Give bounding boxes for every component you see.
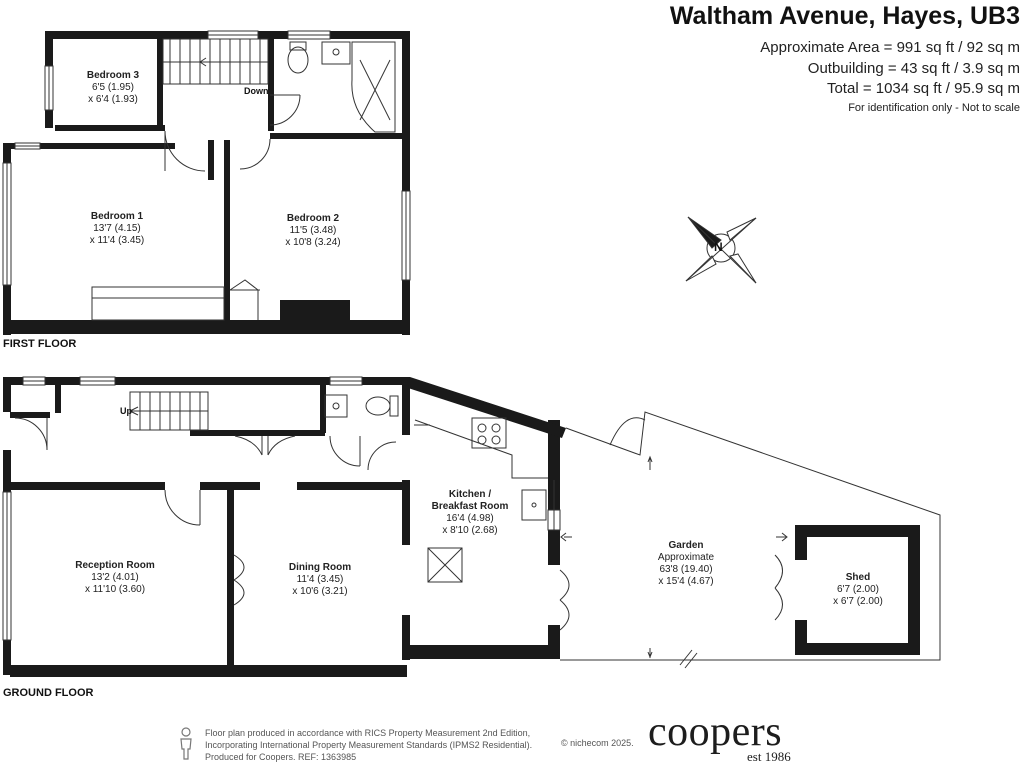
brand-tagline: est 1986	[747, 749, 791, 764]
room-name: Bedroom 2	[286, 213, 340, 224]
room-dimension: x 10'8 (3.24)	[285, 237, 341, 248]
room-dimension: 6'5 (1.95)	[92, 82, 134, 93]
footer-disclaimer: Floor plan produced in accordance with R…	[205, 727, 532, 763]
property-title: Waltham Avenue, Hayes, UB3	[669, 2, 1020, 30]
footer-line: Produced for Coopers. REF: 1363985	[205, 752, 357, 762]
room-kitchen: Kitchen / Breakfast Room 16'4 (4.98) x 8…	[420, 489, 520, 537]
identification-note: For identification only - Not to scale	[848, 102, 1020, 114]
room-name: Breakfast Room	[431, 501, 509, 512]
room-name: Kitchen /	[448, 489, 492, 500]
room-dimension: x 8'10 (2.68)	[442, 525, 498, 536]
room-dimension: 13'7 (4.15)	[93, 223, 141, 234]
room-bedroom-3: Bedroom 3 6'5 (1.95) x 6'4 (1.93)	[68, 70, 158, 106]
room-shed: Shed 6'7 (2.00) x 6'7 (2.00)	[818, 572, 898, 608]
room-subtitle: Approximate	[657, 552, 715, 563]
footer-line: Incorporating International Property Mea…	[205, 740, 533, 750]
room-dimension: x 11'10 (3.60)	[84, 584, 146, 595]
room-garden: Garden Approximate 63'8 (19.40) x 15'4 (…	[636, 540, 736, 588]
room-name: Bedroom 1	[90, 211, 144, 222]
room-reception: Reception Room 13'2 (4.01) x 11'10 (3.60…	[65, 560, 165, 596]
room-dimension: x 6'4 (1.93)	[88, 94, 138, 105]
approximate-area: Approximate Area = 991 sq ft / 92 sq m	[760, 39, 1020, 56]
room-name: Dining Room	[288, 562, 352, 573]
room-dimension: 11'4 (3.45)	[296, 574, 344, 585]
room-dimension: 11'5 (3.48)	[289, 225, 337, 236]
room-dimension: 63'8 (19.40)	[659, 564, 713, 575]
room-name: Bedroom 3	[86, 70, 140, 81]
room-bedroom-1: Bedroom 1 13'7 (4.15) x 11'4 (3.45)	[72, 211, 162, 247]
room-dining: Dining Room 11'4 (3.45) x 10'6 (3.21)	[275, 562, 365, 598]
room-dimension: x 11'4 (3.45)	[89, 235, 145, 246]
brand-logo: coopers	[648, 709, 783, 755]
total-area: Total = 1034 sq ft / 95.9 sq m	[826, 80, 1020, 97]
room-name: Garden	[668, 540, 704, 551]
first-floor-plan	[2, 30, 411, 335]
compass-north-label: N	[714, 240, 723, 254]
first-floor-label: FIRST FLOOR	[3, 338, 77, 350]
room-dimension: x 10'6 (3.21)	[292, 586, 348, 597]
room-dimension: x 6'7 (2.00)	[833, 596, 883, 607]
room-name: Reception Room	[75, 560, 155, 571]
room-dimension: 16'4 (4.98)	[446, 513, 494, 524]
room-name: Shed	[845, 572, 871, 583]
room-bedroom-2: Bedroom 2 11'5 (3.48) x 10'8 (3.24)	[268, 213, 358, 249]
compass-rose	[685, 216, 757, 284]
room-dimension: 13'2 (4.01)	[91, 572, 139, 583]
stairs-up-label: Up	[120, 406, 132, 416]
copyright-text: © nichecom 2025.	[561, 738, 634, 748]
room-dimension: 6'7 (2.00)	[837, 584, 879, 595]
person-icon	[180, 727, 192, 760]
ground-floor-plan	[2, 376, 941, 677]
stairs-down-label: Down	[244, 86, 269, 96]
room-dimension: x 15'4 (4.67)	[658, 576, 714, 587]
footer-line: Floor plan produced in accordance with R…	[205, 728, 531, 738]
outbuilding-area: Outbuilding = 43 sq ft / 3.9 sq m	[807, 60, 1020, 77]
ground-floor-label: GROUND FLOOR	[3, 687, 94, 699]
